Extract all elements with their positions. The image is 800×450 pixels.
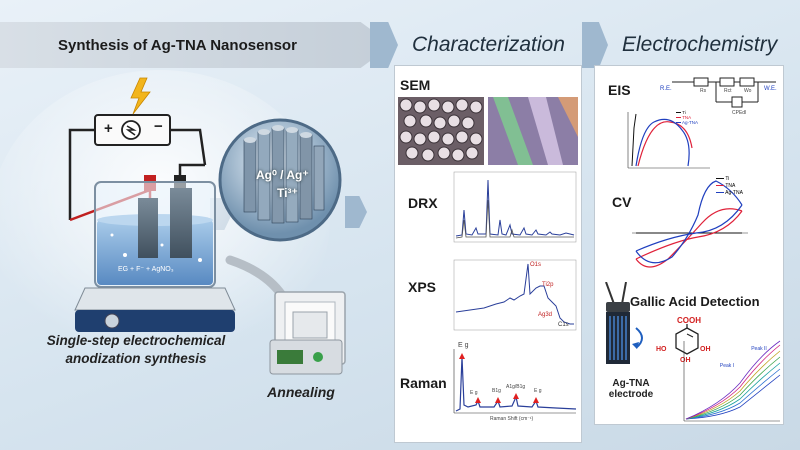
- eis-legend-agtna: Ag-TNA: [676, 120, 698, 125]
- sem-label: SEM: [400, 77, 431, 93]
- eis-legend-ti: Ti: [676, 110, 698, 115]
- equivalent-circuit: [672, 77, 776, 108]
- molecule-cooh: COOH: [677, 316, 701, 325]
- circuit-re: R.E.: [660, 86, 672, 92]
- peak-2-label: Peak II: [751, 346, 767, 352]
- zoom-ag-label: Ag⁰ / Ag⁺: [256, 168, 309, 182]
- circuit-wo: Wo: [744, 88, 752, 94]
- raman-peak-b1g: B1g: [492, 388, 501, 394]
- xps-peak-ag3d: Ag3d: [538, 312, 553, 318]
- molecule-oh-right: OH: [700, 346, 711, 353]
- xps-label: XPS: [408, 279, 437, 295]
- circuit-we: W.E.: [764, 86, 777, 92]
- raman-plot: [453, 349, 577, 414]
- sem-images: [398, 97, 578, 165]
- electrochemistry-panel: [594, 65, 784, 425]
- circuit-rct: Rct: [724, 88, 732, 94]
- eis-nyquist-plot: [627, 112, 710, 169]
- zoom-ti-label: Ti³⁺: [277, 186, 298, 200]
- cv-label: CV: [612, 194, 632, 210]
- electrochemistry-header: Electrochemistry: [622, 33, 778, 56]
- peak-1-label: Peak I: [719, 363, 735, 369]
- electrolyte-label: EG + F⁻ + AgNO₃: [118, 266, 174, 273]
- raman-label: Raman: [400, 375, 447, 391]
- xps-peak-c1s: C1s: [558, 322, 569, 328]
- drx-label: DRX: [408, 195, 438, 211]
- cv-legend: Ti TNA Ag-TNA: [716, 176, 743, 197]
- raman-peak-eg2: E g: [470, 390, 478, 396]
- xps-plot: [453, 259, 577, 331]
- gallic-acid-molecule: [675, 324, 699, 355]
- circuit-cpe: CPEdl: [732, 110, 747, 116]
- eis-label: EIS: [608, 82, 631, 98]
- electrode-label: Ag-TNA electrode: [608, 378, 654, 400]
- xps-peak-ti2p: Ti2p: [542, 282, 554, 288]
- raman-peak-eg1: E g: [458, 342, 469, 349]
- raman-peak-eg3: E g: [534, 388, 542, 394]
- raman-peak-a1g: A1g/B1g: [506, 384, 526, 390]
- eis-legend: Ti TNA Ag-TNA: [676, 110, 698, 125]
- cv-legend-ti: Ti: [716, 176, 743, 183]
- arrow-to-electrochemistry: [582, 22, 608, 68]
- dpv-plot: [683, 340, 781, 422]
- annealing-label: Annealing: [267, 384, 335, 400]
- circuit-minus: −: [154, 118, 163, 135]
- circuit-plus: +: [104, 120, 113, 137]
- synthesis-caption: Single-step electrochemical anodization …: [46, 333, 226, 366]
- arrow-to-characterization-panel: [345, 196, 367, 228]
- characterization-header: Characterization: [412, 33, 565, 56]
- electrode-illustration: [605, 282, 643, 364]
- cv-legend-agtna: Ag-TNA: [716, 190, 743, 197]
- cv-legend-tna: TNA: [716, 183, 743, 190]
- synthesis-banner: [0, 22, 392, 68]
- molecule-oh-bottom: OH: [680, 357, 691, 364]
- raman-xlabel: Raman Shift (cm⁻¹): [490, 416, 534, 422]
- drx-plot: [453, 171, 577, 243]
- synthesis-title: Synthesis of Ag-TNA Nanosensor: [58, 37, 297, 54]
- cv-plot: [632, 180, 748, 268]
- gallic-acid-label: Gallic Acid Detection: [630, 294, 760, 309]
- eis-legend-tna: TNA: [676, 115, 698, 120]
- molecule-ho: HO: [656, 346, 667, 353]
- arrow-to-characterization: [370, 22, 398, 68]
- xps-peak-o1s: O1s: [530, 262, 542, 268]
- synthesis-illustration: [0, 70, 346, 375]
- circuit-rs: Rs: [700, 88, 707, 94]
